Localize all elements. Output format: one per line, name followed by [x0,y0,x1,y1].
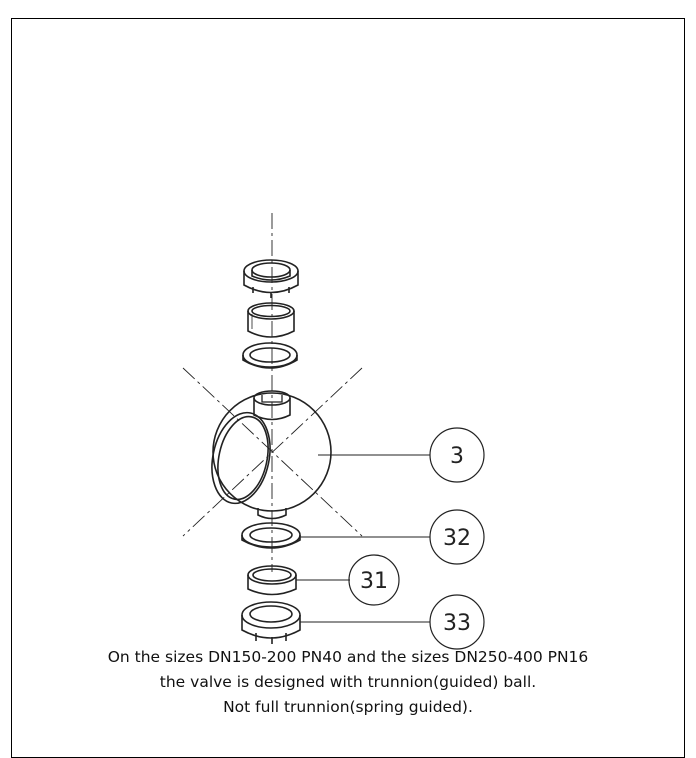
callout-3: 3 [429,427,485,483]
caption-line-2: the valve is designed with trunnion(guid… [159,673,537,691]
callout-32: 32 [429,509,485,565]
top-washer [242,342,298,369]
callout-31: 31 [348,554,400,606]
callout-3-label: 3 [450,444,464,469]
top-nut [243,259,299,298]
callout-33: 33 [429,594,485,650]
callout-33-label: 33 [443,611,471,636]
callout-32-label: 32 [443,526,471,551]
callout-31-label: 31 [360,569,388,594]
exploded-valve-drawing: 3 32 31 33 [182,213,485,650]
bottom-bushing [247,565,297,596]
leader-lines [296,454,430,623]
top-bushing [247,302,295,338]
bottom-nut [241,601,301,644]
caption-line-3: Not full trunnion(spring guided). [223,698,473,716]
ball [182,367,363,537]
bottom-washer [241,522,301,549]
caption-line-1: On the sizes DN150-200 PN40 and the size… [107,648,589,666]
